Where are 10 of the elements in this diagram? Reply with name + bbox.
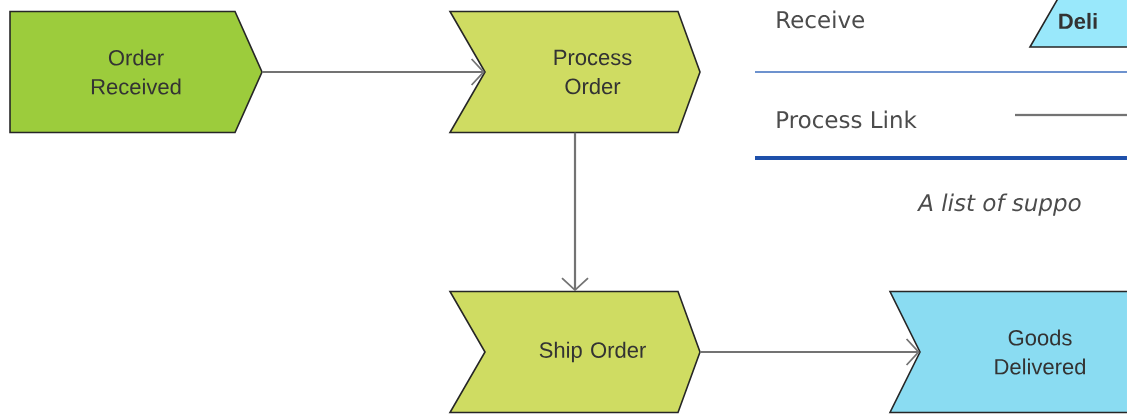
event-box: Order Received — [9, 10, 263, 134]
event-chevron: Goods Delivered — [888, 290, 1127, 414]
legend-label: Process Link — [777, 110, 917, 129]
arrow — [700, 338, 920, 366]
process-chevron: Process Order — [448, 10, 701, 134]
caption-text: A list of suppo — [917, 193, 1081, 216]
arrow — [561, 132, 589, 292]
legend-label: Receive — [777, 10, 865, 29]
arrow — [262, 58, 485, 86]
process-chevron: Ship Order — [448, 290, 701, 414]
